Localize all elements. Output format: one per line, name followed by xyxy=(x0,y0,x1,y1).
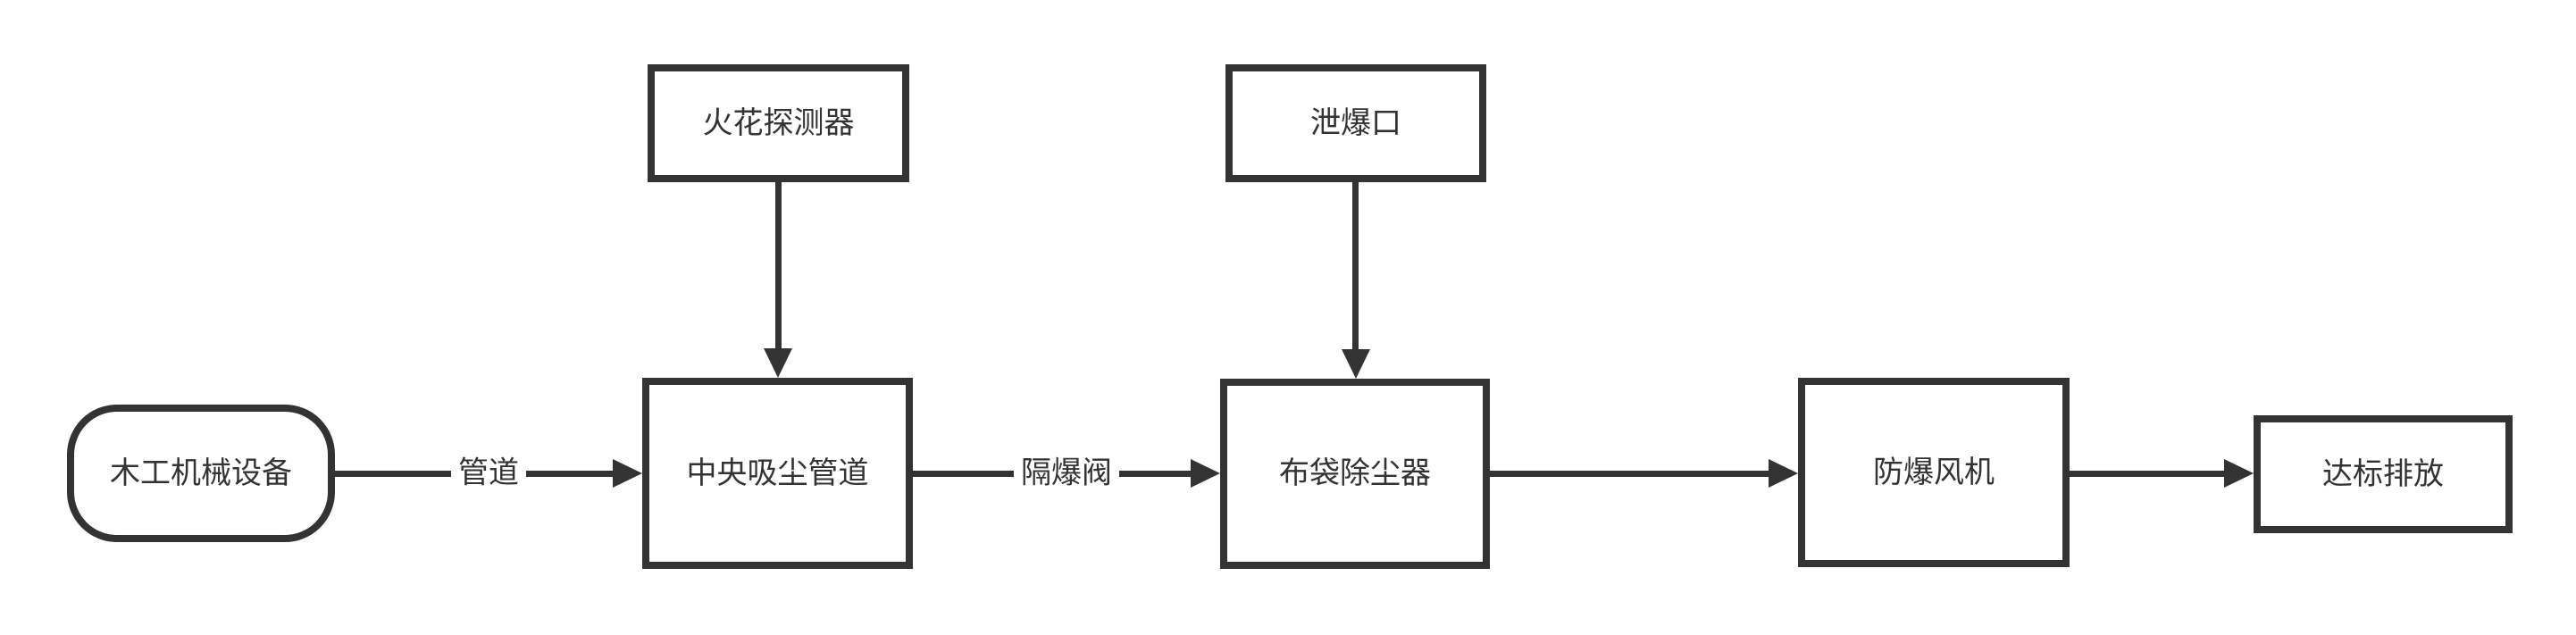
node-woodworking-machinery: 木工机械设备 xyxy=(67,405,335,542)
node-explosion-proof-fan-label: 防爆风机 xyxy=(1873,455,1995,489)
arrowhead-right-icon xyxy=(1769,459,1798,488)
edge-vent-to-bag-line xyxy=(1352,182,1359,352)
arrowhead-right-icon xyxy=(613,459,642,488)
arrowhead-down-icon xyxy=(764,348,792,378)
node-compliant-discharge-label: 达标排放 xyxy=(2322,456,2444,491)
node-explosion-vent: 泄爆口 xyxy=(1225,64,1486,182)
edge-fan-to-discharge-line xyxy=(2070,471,2225,477)
node-explosion-proof-fan: 防爆风机 xyxy=(1798,378,2070,567)
node-bag-dust-collector-label: 布袋除尘器 xyxy=(1279,456,1431,491)
arrowhead-right-icon xyxy=(2224,459,2254,488)
edge-spark-to-central-line xyxy=(775,182,782,352)
arrowhead-right-icon xyxy=(1191,459,1220,488)
node-compliant-discharge: 达标排放 xyxy=(2254,415,2513,533)
edge-bag-to-fan-line xyxy=(1490,471,1769,477)
node-explosion-vent-label: 泄爆口 xyxy=(1310,105,1401,140)
edge-label-isolation-valve: 隔爆阀 xyxy=(1014,455,1119,492)
arrowhead-down-icon xyxy=(1342,349,1370,379)
node-spark-detector: 火花探测器 xyxy=(648,64,909,182)
node-bag-dust-collector: 布袋除尘器 xyxy=(1220,379,1490,569)
node-central-dust-duct-label: 中央吸尘管道 xyxy=(686,455,869,490)
node-central-dust-duct: 中央吸尘管道 xyxy=(642,378,913,569)
node-spark-detector-label: 火花探测器 xyxy=(702,105,855,140)
edge-label-pipeline: 管道 xyxy=(451,455,526,492)
node-woodworking-machinery-label: 木工机械设备 xyxy=(110,455,292,490)
